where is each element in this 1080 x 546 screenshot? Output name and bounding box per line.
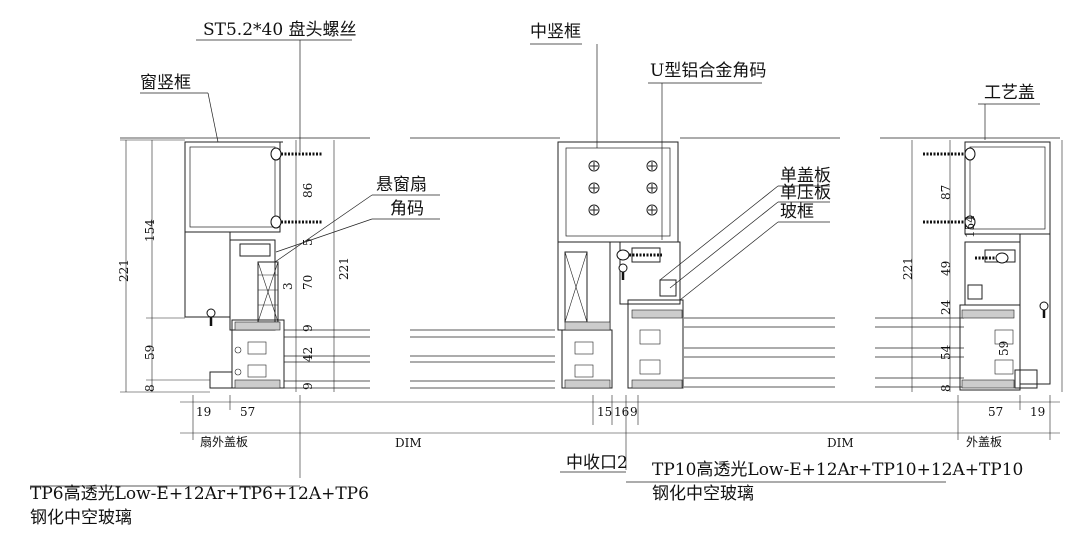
dim-label-right: DIM [827, 436, 854, 450]
glass-frame-callout: 玻框 [780, 202, 814, 222]
left-screws [206, 147, 322, 326]
dim-9-b: 9 [301, 382, 315, 390]
left-glass-spec-line2: 钢化中空玻璃 [30, 508, 132, 528]
left-glass-unit [284, 329, 555, 389]
dim-70: 70 [301, 274, 315, 290]
dim-42: 42 [301, 346, 315, 362]
dim-57-right: 57 [988, 405, 1004, 419]
dimension-lines [120, 139, 1063, 478]
dim-15: 15 [597, 405, 613, 419]
outer-cover-callout: 外盖板 [966, 435, 1003, 449]
dim-3: 3 [281, 282, 295, 290]
dim-54: 54 [939, 344, 953, 360]
right-glass-spec-line1: TP10高透光Low-E+12Ar+TP10+12A+TP10 [652, 460, 1024, 480]
leader-lines [30, 39, 1040, 487]
center-mullion-profile [557, 141, 684, 389]
dim-16: 16 [614, 405, 630, 419]
dim-8-left: 8 [143, 384, 157, 392]
dim-19-right: 19 [1030, 405, 1046, 419]
dim-154-left: 154 [143, 219, 157, 242]
dim-154-right: 154 [963, 215, 977, 238]
dim-8-right: 8 [939, 384, 953, 392]
sash-outer-cover-callout: 扇外盖板 [200, 435, 249, 449]
dim-221-left: 221 [117, 259, 131, 282]
dim-57-left: 57 [240, 405, 256, 419]
dim-86: 86 [301, 182, 315, 198]
corner-code-callout: 角码 [390, 199, 424, 219]
window-mullion-callout: 窗竖框 [140, 73, 191, 93]
dim-5: 5 [301, 238, 315, 246]
dim-9-a: 9 [301, 324, 315, 332]
dim-24: 24 [939, 299, 953, 315]
screw-callout: ST5.2*40 盘头螺丝 [203, 20, 357, 40]
center-close-callout: 中收口2 [566, 453, 628, 473]
dim-49: 49 [939, 260, 953, 276]
hung-sash-callout: 悬窗扇 [376, 175, 427, 195]
dim-label-left: DIM [395, 436, 422, 450]
right-glass-spec-line2: 钢化中空玻璃 [652, 484, 754, 504]
left-mullion-profile [184, 141, 285, 389]
dim-221-right: 221 [901, 257, 915, 280]
single-press-callout: 单压板 [780, 183, 831, 203]
dim-87: 87 [939, 184, 953, 200]
dim-9-c: 9 [630, 405, 638, 419]
center-gaskets [564, 309, 683, 389]
dim-59-right: 59 [997, 340, 1011, 356]
dim-59-left: 59 [143, 344, 157, 360]
left-glass-spec-line1: TP6高透光Low-E+12Ar+TP6+12A+TP6 [30, 484, 369, 504]
u-corner-callout: U型铝合金角码 [650, 61, 767, 81]
dim-221-mid: 221 [337, 257, 351, 280]
right-glass-unit [684, 317, 964, 388]
center-mullion-bolts [588, 160, 658, 216]
right-mullion-profile [959, 141, 1051, 391]
left-gaskets [234, 321, 281, 389]
right-gaskets [961, 309, 1015, 389]
dim-19-left: 19 [196, 405, 212, 419]
single-cover-callout: 单盖板 [780, 166, 831, 186]
right-screws [923, 147, 1049, 318]
center-mullion-callout: 中竖框 [530, 22, 581, 42]
craft-cap-callout: 工艺盖 [984, 83, 1035, 103]
center-screw [616, 249, 662, 280]
